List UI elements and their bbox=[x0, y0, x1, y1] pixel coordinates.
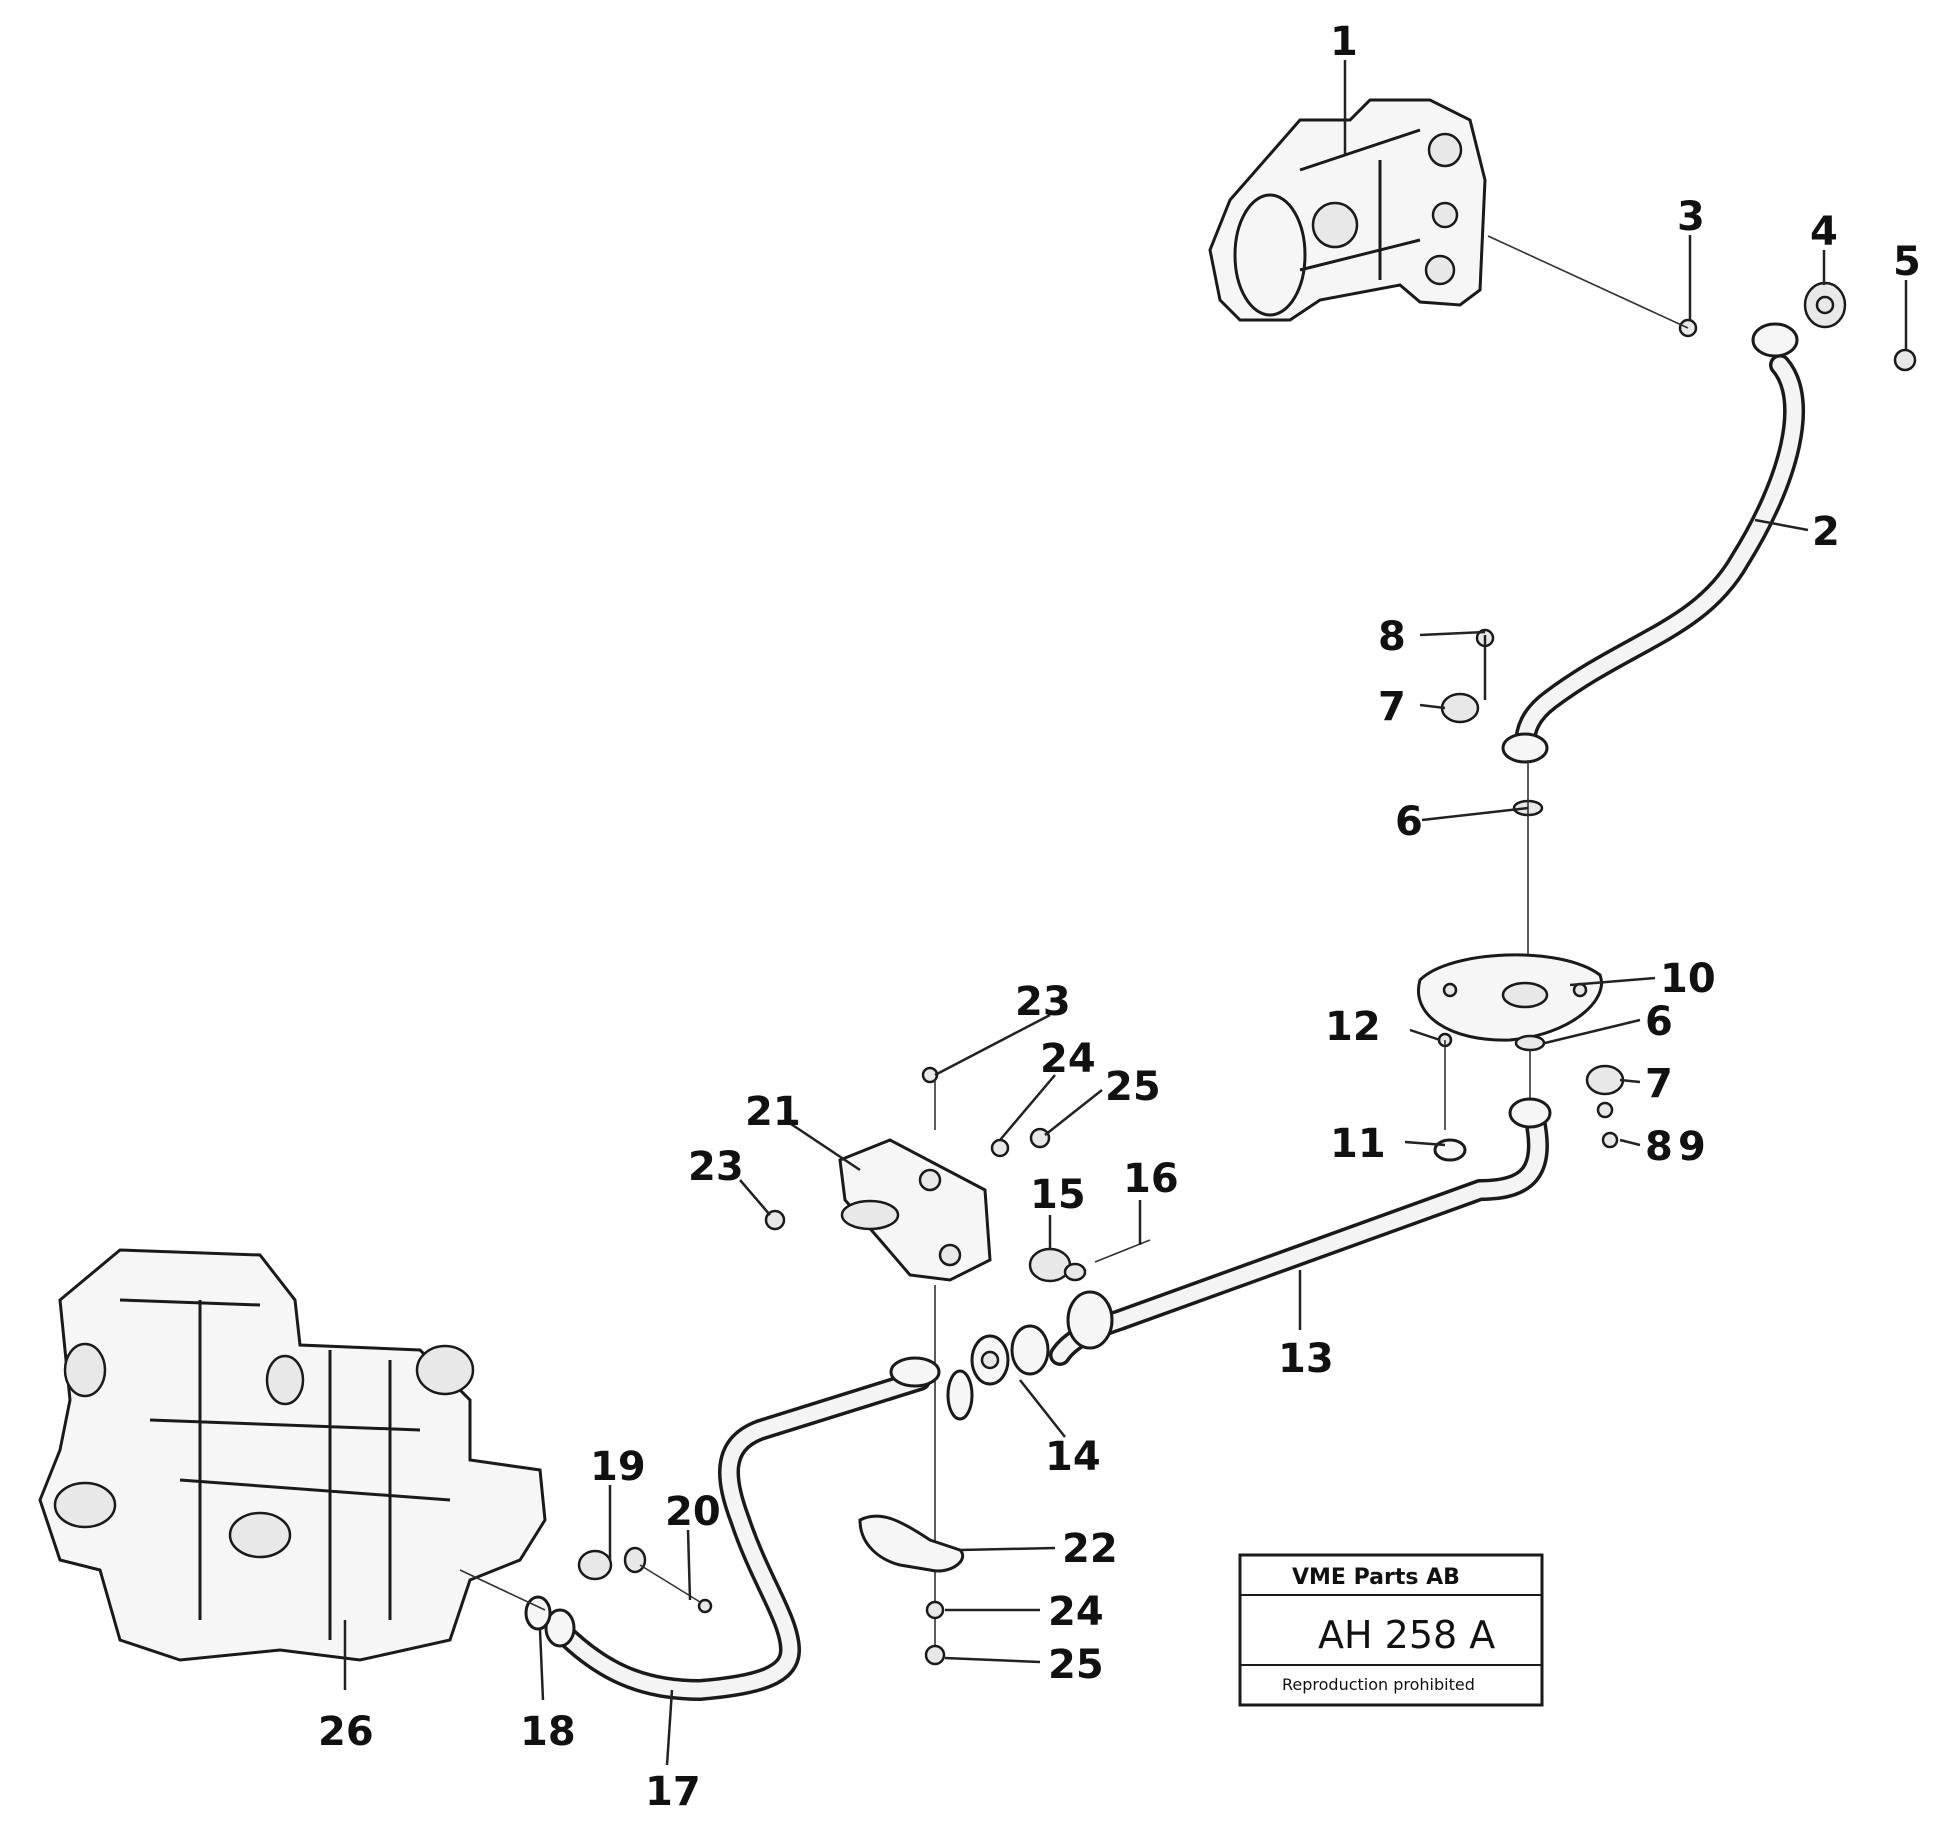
callout-23-left: 23 bbox=[688, 1144, 744, 1190]
callout-25-lower: 25 bbox=[1048, 1642, 1104, 1688]
callout-26: 26 bbox=[318, 1709, 374, 1755]
callout-11: 11 bbox=[1330, 1121, 1386, 1167]
callout-22: 22 bbox=[1062, 1526, 1118, 1572]
motor-unit bbox=[1208, 98, 1487, 322]
callout-24-lower: 24 bbox=[1048, 1589, 1104, 1635]
callout-25-upper: 25 bbox=[1105, 1064, 1161, 1110]
clamp-22 bbox=[858, 1514, 964, 1666]
callout-2: 2 bbox=[1812, 509, 1840, 555]
bracket bbox=[764, 1138, 992, 1282]
stamp-company: VME Parts AB bbox=[1292, 1565, 1460, 1590]
callout-18: 18 bbox=[520, 1709, 576, 1755]
valve-block bbox=[38, 1248, 547, 1662]
callout-3: 3 bbox=[1677, 194, 1705, 240]
callout-10: 10 bbox=[1660, 956, 1716, 1002]
callout-8-upper: 8 bbox=[1378, 614, 1406, 660]
callout-5: 5 bbox=[1893, 239, 1921, 285]
fittings-bracket bbox=[921, 1066, 1051, 1158]
callout-8-lower: 8 bbox=[1645, 1124, 1673, 1170]
leader-lines bbox=[343, 60, 1908, 1766]
callout-7-lower: 7 bbox=[1645, 1061, 1673, 1107]
callout-21: 21 bbox=[745, 1089, 801, 1135]
callout-12: 12 bbox=[1325, 1004, 1381, 1050]
callout-19: 19 bbox=[590, 1444, 646, 1490]
callout-16: 16 bbox=[1123, 1156, 1179, 1202]
callout-20: 20 bbox=[665, 1489, 721, 1535]
callout-7-upper: 7 bbox=[1378, 684, 1406, 730]
callout-13: 13 bbox=[1278, 1336, 1334, 1382]
callout-1: 1 bbox=[1330, 19, 1358, 65]
callout-6-upper: 6 bbox=[1395, 799, 1423, 845]
clamp-19 bbox=[577, 1546, 713, 1614]
callout-4: 4 bbox=[1810, 209, 1838, 255]
lower-pipe bbox=[524, 1356, 974, 1701]
clamp-15 bbox=[1028, 1239, 1151, 1283]
upper-pipe bbox=[1501, 322, 1806, 764]
callout-17: 17 bbox=[645, 1769, 701, 1815]
stamp-code: AH 258 A bbox=[1318, 1613, 1495, 1657]
callout-24-upper: 24 bbox=[1040, 1036, 1096, 1082]
stamp-footer: Reproduction prohibited bbox=[1282, 1675, 1475, 1694]
callout-14: 14 bbox=[1045, 1434, 1101, 1480]
callout-15: 15 bbox=[1030, 1172, 1086, 1218]
coupling bbox=[970, 1324, 1050, 1386]
callout-23-upper: 23 bbox=[1015, 979, 1071, 1025]
main-pipe bbox=[1049, 1097, 1552, 1366]
fittings-upper bbox=[1440, 281, 1917, 817]
callouts: 1 2 3 4 5 6 7 8 6 7 8 9 10 11 12 13 14 1… bbox=[318, 19, 1921, 1815]
flange-plate bbox=[1417, 953, 1603, 1042]
callout-9: 9 bbox=[1678, 1124, 1706, 1170]
callout-6-lower: 6 bbox=[1645, 999, 1673, 1045]
reference-stamp: VME Parts AB AH 258 A Reproduction prohi… bbox=[1238, 1553, 1544, 1707]
